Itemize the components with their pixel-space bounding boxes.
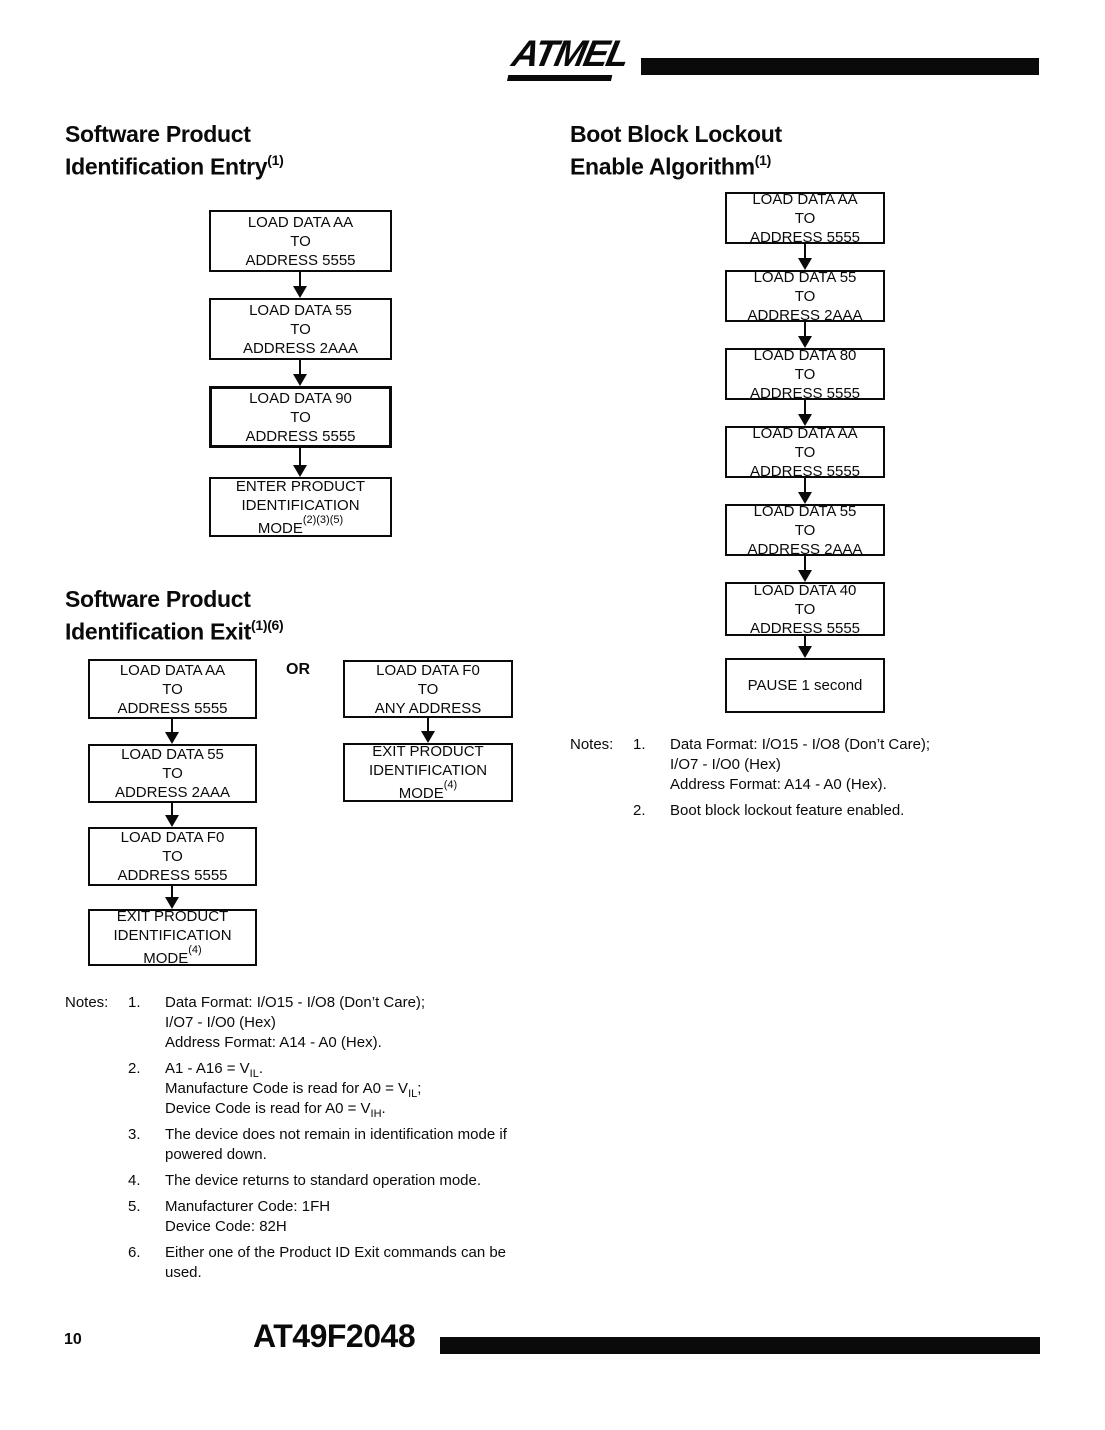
note-item: 3. The device does not remain in identif… <box>128 1126 507 1163</box>
footer-part-number: AT49F2048 <box>253 1318 416 1354</box>
flow-box-exit-left-2: LOAD DATA 55 TO ADDRESS 2AAA <box>88 744 257 803</box>
box-footnote-ref: (4) <box>188 944 202 956</box>
section-title-boot: Boot Block Lockout Enable Algorithm(1) <box>570 121 782 181</box>
flow-arrow-down <box>421 718 435 743</box>
flow-arrow-down <box>798 478 812 504</box>
flow-arrow-down <box>165 886 179 909</box>
flow-box-boot-1: LOAD DATA AA TO ADDRESS 5555 <box>725 191 885 246</box>
box-footnote-ref: (2)(3)(5) <box>302 513 344 526</box>
flow-box-exit-right-1: LOAD DATA F0 TO ANY ADDRESS <box>343 660 513 718</box>
note-item: Notes: 1. Data Format: I/O15 - I/O8 (Don… <box>65 994 426 1051</box>
flow-box-boot-3: LOAD DATA 80 TO ADDRESS 5555 <box>725 347 885 402</box>
title-footnote-ref: (1) <box>754 152 772 168</box>
flow-arrow-down <box>165 803 179 827</box>
or-connector-label: OR <box>286 661 310 678</box>
title-line: Boot Block Lockout <box>570 121 782 147</box>
atmel-logo: ATMEL <box>507 33 632 81</box>
note-item: 5. Manufacturer Code: 1FH Device Code: 8… <box>128 1198 331 1235</box>
note-item: 4. The device returns to standard operat… <box>128 1172 482 1189</box>
section-title-entry: Software Product Identification Entry(1) <box>65 121 284 181</box>
flow-box-entry-3: LOAD DATA 90 TO ADDRESS 5555 <box>209 386 392 448</box>
flow-box-exit-right-2: EXIT PRODUCT IDENTIFICATION MODE(4) <box>343 743 513 802</box>
section-title-exit: Software Product Identification Exit(1)(… <box>65 586 284 646</box>
title-line: Identification Entry(1) <box>65 152 284 180</box>
flow-box-entry-1: LOAD DATA AA TO ADDRESS 5555 <box>209 210 392 272</box>
flow-arrow-down <box>798 400 812 426</box>
title-line: Enable Algorithm(1) <box>570 152 772 180</box>
flow-arrow-down <box>293 272 307 298</box>
title-line: Software Product <box>65 121 251 147</box>
flow-arrow-down <box>798 556 812 582</box>
notes-main: Notes: 1. Data Format: I/O15 - I/O8 (Don… <box>65 993 565 1289</box>
header-rule <box>641 58 1039 75</box>
atmel-logo-underline <box>507 75 613 81</box>
flow-arrow-down <box>798 244 812 270</box>
flow-box-entry-2: LOAD DATA 55 TO ADDRESS 2AAA <box>209 298 392 360</box>
flow-box-entry-4: ENTER PRODUCT IDENTIFICATION MODE(2)(3)(… <box>209 477 392 537</box>
notes-boot: Notes: 1. Data Format: I/O15 - I/O8 (Don… <box>570 735 1010 827</box>
page-number: 10 <box>64 1331 82 1348</box>
title-line: Identification Exit(1)(6) <box>65 617 284 645</box>
flow-box-boot-4: LOAD DATA AA TO ADDRESS 5555 <box>725 425 885 480</box>
flow-box-exit-left-1: LOAD DATA AA TO ADDRESS 5555 <box>88 659 257 719</box>
note-item: Notes: 1. Data Format: I/O15 - I/O8 (Don… <box>570 736 931 793</box>
subscript: IH <box>370 1108 382 1120</box>
box-footnote-ref: (4) <box>443 779 458 791</box>
subscript: IL <box>249 1068 259 1080</box>
flow-arrow-down <box>293 448 307 477</box>
subscript: IL <box>408 1088 418 1100</box>
title-line: Software Product <box>65 586 251 612</box>
title-footnote-ref: (1) <box>267 152 284 168</box>
flow-box-boot-pause: PAUSE 1 second <box>725 658 885 713</box>
flow-box-boot-5: LOAD DATA 55 TO ADDRESS 2AAA <box>725 503 885 558</box>
atmel-logo-text: ATMEL <box>508 33 632 74</box>
flow-box-boot-2: LOAD DATA 55 TO ADDRESS 2AAA <box>725 269 885 324</box>
flow-box-exit-left-3: LOAD DATA F0 TO ADDRESS 5555 <box>88 827 257 886</box>
title-footnote-ref: (1)(6) <box>250 617 284 633</box>
flow-box-exit-left-4: EXIT PRODUCT IDENTIFICATION MODE(4) <box>88 908 257 967</box>
footer-rule <box>440 1337 1040 1354</box>
note-item: 2. Boot block lockout feature enabled. <box>633 802 905 819</box>
flow-arrow-down <box>798 322 812 348</box>
flow-arrow-down <box>293 360 307 386</box>
flow-arrow-down <box>165 719 179 744</box>
note-item: 2. A1 - A16 = VIL. Manufacture Code is r… <box>128 1060 422 1120</box>
flow-box-boot-6: LOAD DATA 40 TO ADDRESS 5555 <box>725 582 885 637</box>
note-item: 6. Either one of the Product ID Exit com… <box>128 1244 507 1281</box>
flow-arrow-down <box>798 636 812 658</box>
